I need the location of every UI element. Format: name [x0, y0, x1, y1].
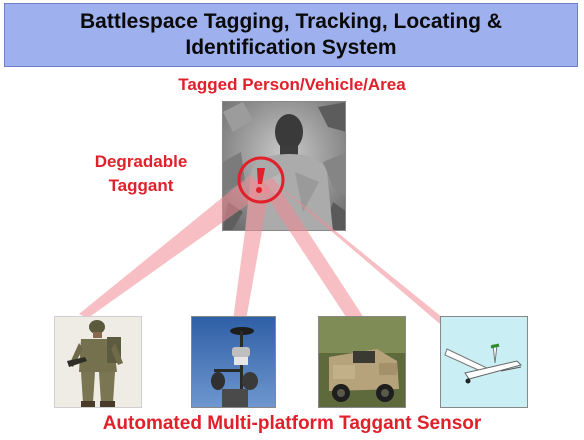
- title-banner: Battlespace Tagging, Tracking, Locating …: [4, 3, 578, 67]
- title-line-2: Identification System: [185, 36, 397, 59]
- sensor-tower-photo: [191, 316, 276, 408]
- taggant-ring: [237, 156, 285, 204]
- taggant-label-line-1: Degradable: [94, 152, 188, 171]
- humvee-photo: [318, 316, 406, 408]
- taggant-dot: [256, 187, 262, 193]
- title-line-1: Battlespace Tagging, Tracking, Locating …: [79, 10, 503, 33]
- taggant-label-line-2: Taggant: [108, 176, 174, 195]
- uav-photo: [440, 316, 528, 408]
- taggant-label: Degradable Taggant: [86, 150, 196, 198]
- taggant-mark-icon: [257, 168, 265, 184]
- target-caption: Tagged Person/Vehicle/Area: [178, 75, 406, 94]
- soldier-photo: [54, 316, 142, 408]
- sensor-caption: Automated Multi-platform Taggant Sensor: [102, 413, 482, 434]
